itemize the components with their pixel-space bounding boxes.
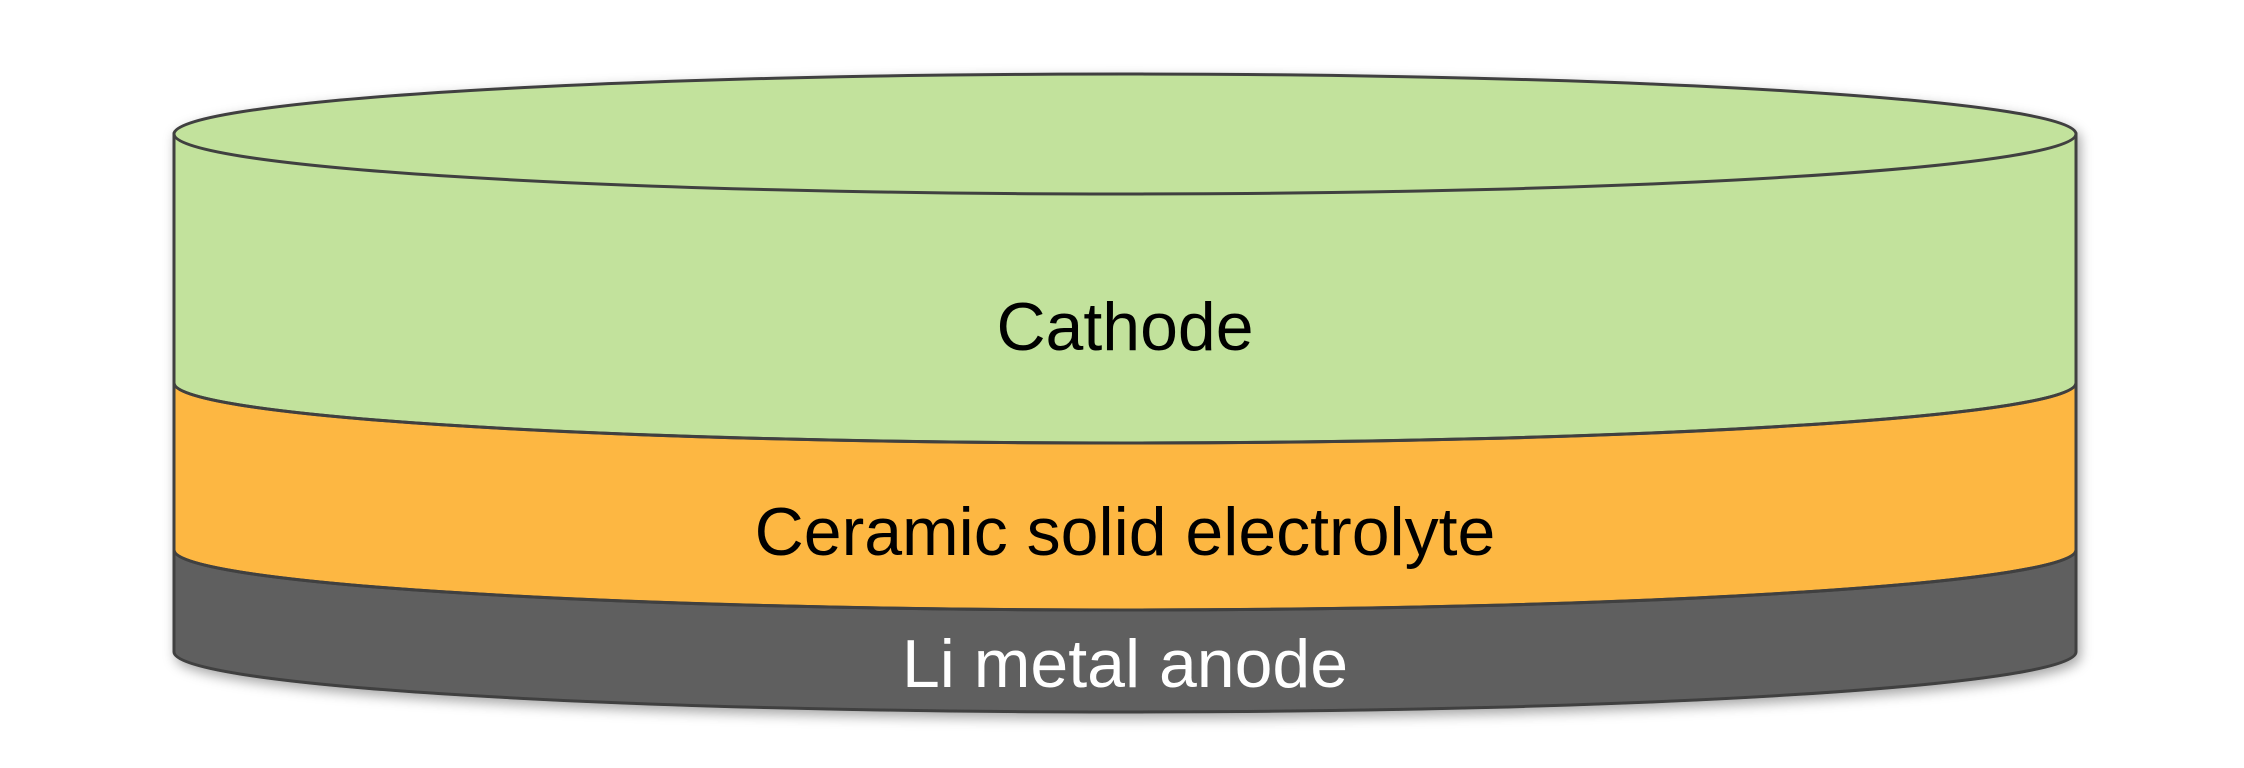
electrolyte-anode-boundary: [172, 549, 2078, 612]
electrolyte-label: Ceramic solid electrolyte: [755, 494, 1496, 570]
cathode-electrolyte-boundary: [172, 382, 2078, 445]
cathode-label: Cathode: [996, 289, 1253, 365]
cathode-top-surface: [172, 72, 2078, 196]
anode-label: Li metal anode: [902, 626, 1348, 702]
